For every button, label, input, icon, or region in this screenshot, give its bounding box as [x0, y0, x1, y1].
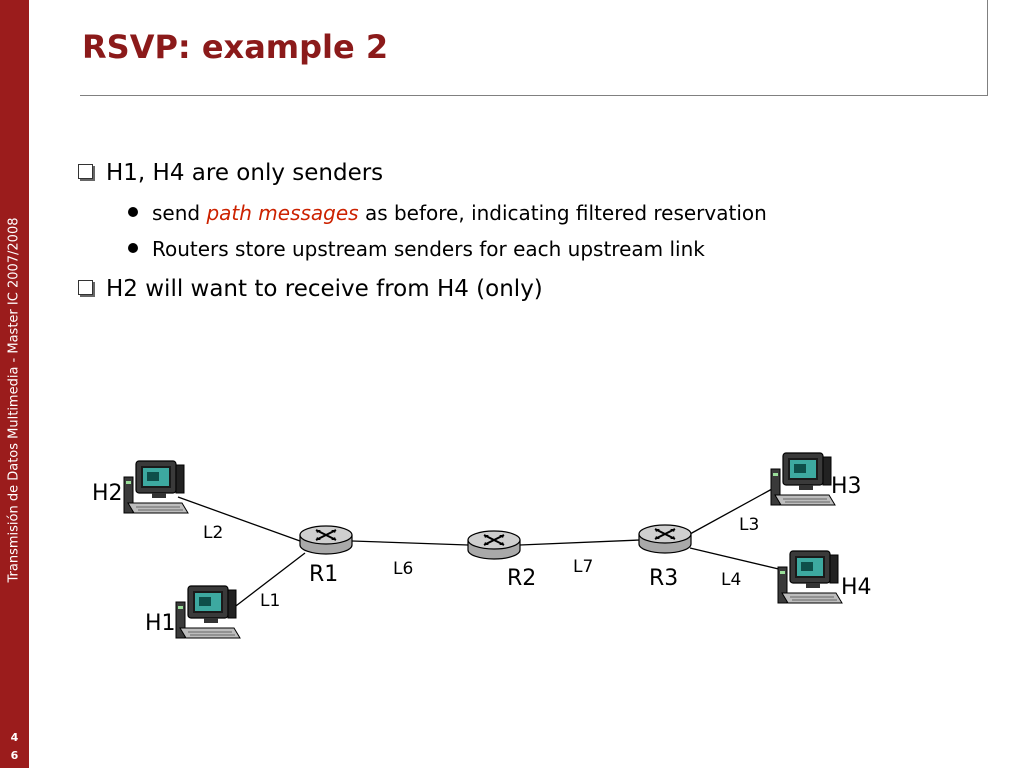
sub-bullet-item: send path messages as before, indicating… [128, 201, 767, 225]
link-l7 [519, 539, 641, 546]
host-label-h2: H2 [92, 481, 123, 506]
link-l2 [177, 496, 301, 542]
bullet-emphasis: path messages [206, 201, 359, 225]
link-label-l4: L4 [721, 570, 741, 590]
router-icon [467, 530, 521, 560]
bullet-suffix: as before, indicating filtered reservati… [358, 201, 767, 225]
bullet-text: Routers store upstream senders for each … [152, 237, 705, 261]
computer-workstation-icon [123, 460, 189, 514]
host-label-h3: H3 [831, 474, 862, 499]
bullet-item: H2 will want to receive from H4 (only) [78, 276, 543, 302]
computer-workstation-icon [175, 585, 241, 639]
bullet-text: H1, H4 are only senders [106, 160, 384, 186]
router-icon [299, 525, 353, 555]
bullet-prefix: send [152, 201, 207, 225]
bullet-text: H2 will want to receive from H4 (only) [106, 276, 543, 302]
computer-workstation-icon [777, 550, 843, 604]
hollow-square-bullet-icon [78, 164, 93, 179]
host-label-h1: H1 [145, 611, 176, 636]
filled-circle-bullet-icon [128, 207, 138, 217]
link-label-l7: L7 [573, 557, 593, 577]
router-icon [638, 524, 692, 554]
slide-title: RSVP: example 2 [82, 28, 389, 66]
filled-circle-bullet-icon [128, 243, 138, 253]
link-label-l2: L2 [203, 523, 223, 543]
link-l1 [227, 552, 306, 613]
page-number-digit-2: 6 [10, 749, 19, 762]
link-label-l3: L3 [739, 515, 759, 535]
link-l6 [351, 540, 469, 546]
link-label-l6: L6 [393, 559, 413, 579]
router-label-r1: R1 [309, 562, 338, 587]
router-label-r3: R3 [649, 566, 678, 591]
computer-workstation-icon [770, 452, 836, 506]
sub-bullet-item: Routers store upstream senders for each … [128, 237, 705, 261]
title-frame [80, 0, 988, 96]
sidebar: Transmisión de Datos Multimedia - Master… [0, 0, 29, 768]
link-l4 [689, 547, 788, 572]
bullet-item: H1, H4 are only senders [78, 160, 383, 186]
host-label-h4: H4 [841, 575, 872, 600]
router-label-r2: R2 [507, 566, 536, 591]
hollow-square-bullet-icon [78, 280, 93, 295]
page-number-digit-1: 4 [10, 731, 19, 744]
link-label-l1: L1 [260, 591, 280, 611]
link-l3 [689, 488, 773, 535]
